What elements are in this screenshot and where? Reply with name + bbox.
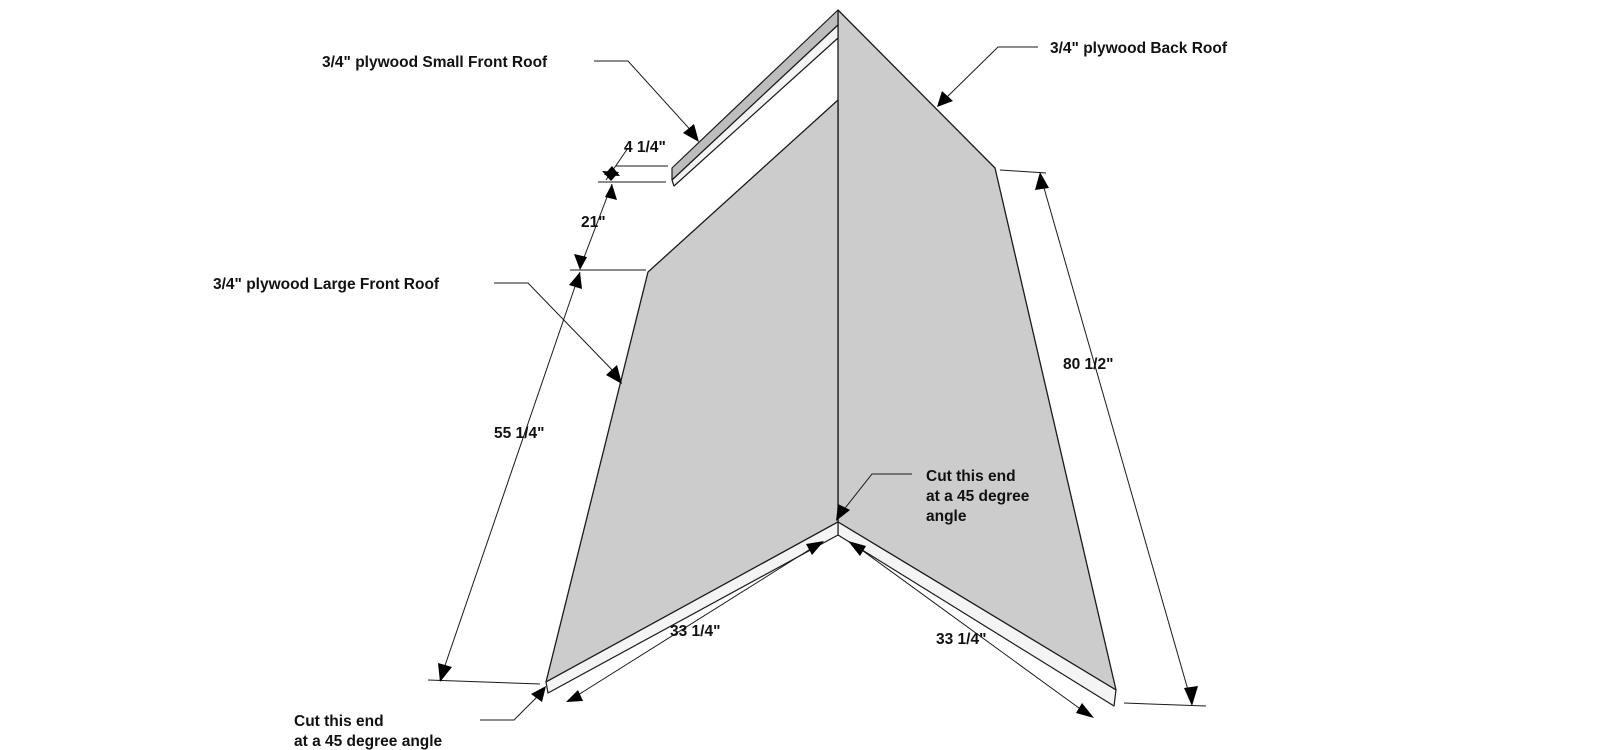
arrowhead-large-bottom	[438, 663, 452, 682]
dim-line-gap	[579, 183, 613, 269]
dim-back-base: 33 1/4"	[936, 631, 986, 648]
callout-large-front-roof: 3/4" plywood Large Front Roof	[213, 276, 440, 293]
arrowhead-front-base-a	[806, 541, 824, 555]
arrowhead-back-roof	[937, 91, 953, 107]
callout-back-roof: 3/4" plywood Back Roof	[1050, 40, 1228, 57]
callout-cut-right-line3: angle	[926, 508, 967, 525]
callout-cut-left-line2: at a 45 degree angle	[294, 733, 443, 750]
leader-small-front-roof	[594, 60, 696, 136]
arrowhead-small-front-roof	[683, 124, 699, 142]
leader-large-front-roof	[494, 282, 619, 377]
dim-line-back-base	[851, 542, 1091, 717]
arrowhead-large-front-roof	[606, 365, 622, 384]
arrowhead-back-base-a	[848, 541, 866, 556]
leader-cut-left	[480, 693, 541, 721]
callout-cut-right-line2: at a 45 degree	[926, 488, 1030, 505]
arrowhead-front-base-b	[566, 690, 583, 702]
arrowhead-large-top	[569, 272, 582, 289]
dim-line-large-length	[439, 271, 581, 681]
arrowhead-back-base-b	[1076, 703, 1094, 718]
callout-cut-left-line1: Cut this end	[294, 713, 384, 730]
back-roof-panel	[837, 9, 1117, 691]
ext-line-large-bottom	[427, 679, 541, 685]
dim-back-length: 80 1/2"	[1063, 356, 1113, 373]
arrowhead-gap-top	[605, 184, 617, 200]
large-front-roof-panel	[545, 99, 839, 683]
dim-front-base: 33 1/4"	[670, 623, 720, 640]
arrowhead-back-bottom	[1184, 686, 1198, 706]
dim-line-front-base	[569, 542, 821, 701]
leader-back-roof	[943, 46, 1038, 101]
dim-gap: 21"	[581, 214, 606, 231]
dim-line-back-length	[1039, 173, 1193, 705]
callout-small-front-roof: 3/4" plywood Small Front Roof	[322, 54, 548, 71]
arrowhead-back-top	[1035, 172, 1049, 190]
arrowhead-gap-bottom	[574, 254, 587, 270]
ext-line-back-top	[999, 169, 1047, 174]
leader-cut-right	[841, 473, 912, 513]
callout-cut-right-line1: Cut this end	[926, 468, 1016, 485]
ext-line-back-bottom	[1123, 702, 1207, 707]
dim-small-width: 4 1/4"	[624, 139, 666, 156]
arrowhead-cut-right	[836, 504, 850, 521]
arrowhead-cut-left	[531, 686, 546, 702]
arrowhead-small-width-b	[602, 171, 619, 181]
dim-large-length: 55 1/4"	[494, 425, 544, 442]
